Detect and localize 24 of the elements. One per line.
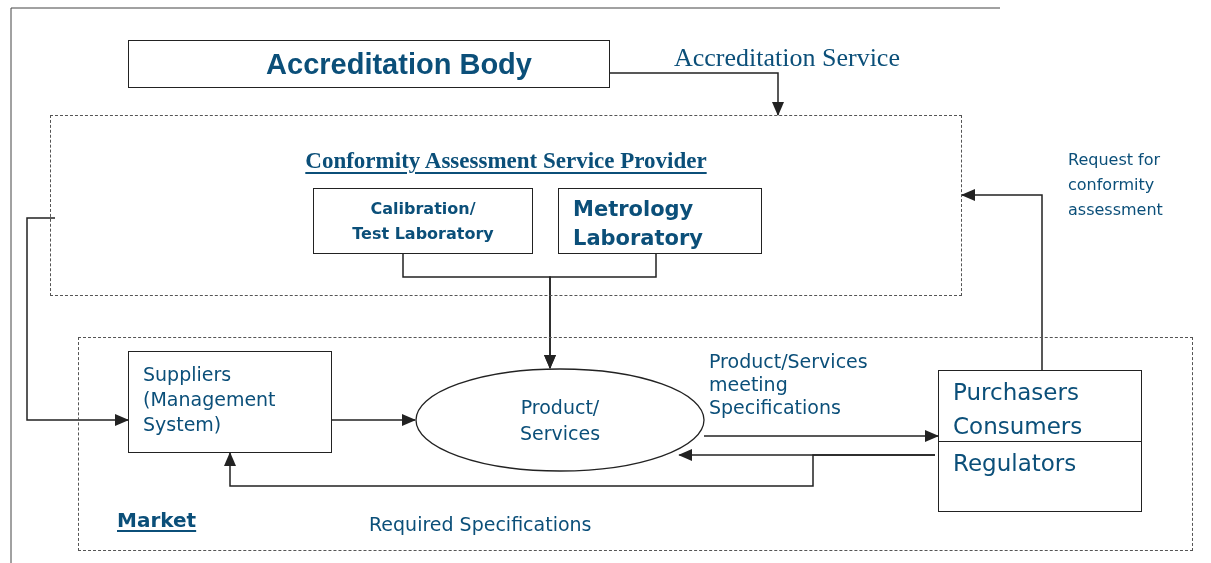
box-label: Suppliers (Management System)	[142, 362, 277, 437]
ellipse-label: Product/ Services	[518, 395, 602, 446]
box-label: Calibration/ Test Laboratory	[351, 198, 495, 245]
ellipse-node	[415, 368, 705, 472]
dashed-group-box	[50, 115, 962, 296]
arrow	[544, 253, 657, 369]
dashed-group-box	[78, 337, 1193, 551]
process-box	[128, 351, 332, 453]
box-title: Accreditation Body	[265, 47, 533, 82]
group-heading: Market	[117, 508, 197, 532]
group-heading: Conformity Assessment Service Provider	[304, 148, 708, 174]
arrow	[331, 414, 416, 426]
split-box	[938, 370, 1142, 512]
arrow	[26, 217, 129, 426]
box-label: Purchasers Consumers	[939, 371, 1141, 442]
arrow	[224, 452, 936, 487]
process-box	[558, 188, 762, 254]
arrow	[609, 72, 784, 116]
box-label: Regulators	[952, 449, 1078, 478]
box-label: Metrology Laboratory	[572, 196, 705, 252]
process-box	[313, 188, 533, 254]
arrow	[703, 430, 939, 442]
process-box	[128, 40, 610, 88]
arrow	[961, 189, 1043, 371]
